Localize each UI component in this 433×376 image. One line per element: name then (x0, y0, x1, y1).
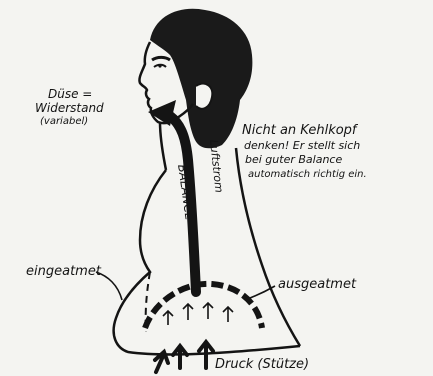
druck-label: Druck (Stütze) (215, 357, 309, 372)
duese-label-line1: Düse = (48, 87, 92, 101)
duese-label-line2: Widerstand (35, 101, 104, 115)
torso-front (114, 170, 300, 354)
diaphragm-dome (145, 284, 262, 328)
hair (150, 9, 252, 149)
note-line3: bei guter Balance (245, 153, 342, 166)
eingeatmet-label: eingeatmet (26, 264, 102, 279)
eyebrow (152, 57, 170, 60)
ausgeatmet-label: ausgeatmet (278, 277, 357, 292)
note-line4: automatisch richtig ein. (248, 169, 367, 180)
duese-label-line3: (variabel) (40, 116, 88, 127)
note-line1: Nicht an Kehlkopf (242, 123, 359, 138)
luftstrom-label: Luftstrom (207, 139, 226, 193)
neck-front (160, 122, 166, 170)
note-line2: denken! Er stellt sich (244, 139, 360, 152)
pupil (158, 64, 161, 67)
inner-pressure-arrows (163, 303, 233, 325)
pressure-arrows (155, 342, 213, 372)
ear (196, 84, 212, 109)
